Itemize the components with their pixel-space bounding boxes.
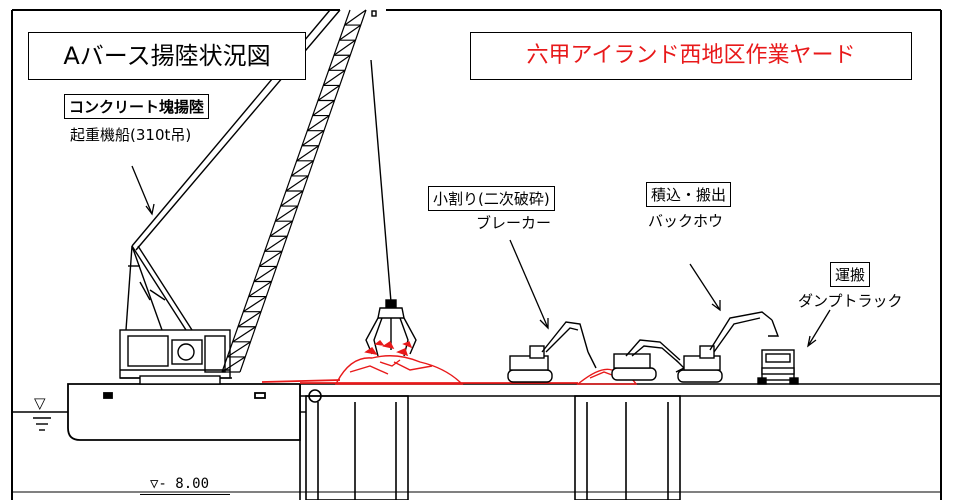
depth-label: ▽- 8.00 xyxy=(150,476,210,492)
crane-task-label: コンクリート塊揚陸 xyxy=(64,94,210,119)
depth-label-underline xyxy=(140,494,230,495)
loading-task-label: 積込・搬出 xyxy=(646,182,732,207)
concrete-debris xyxy=(261,340,638,385)
transport-name-label: ダンプトラック xyxy=(798,292,903,310)
backhoe-2 xyxy=(677,311,780,383)
backhoe-1 xyxy=(611,339,686,381)
drawing-frame xyxy=(11,9,942,500)
water-level-symbol: ▽ xyxy=(34,394,46,412)
loading-name-label: バックホウ xyxy=(648,212,724,230)
crane-body xyxy=(119,329,232,385)
diagram-title: Aバース揚陸状況図 xyxy=(28,32,306,80)
water-level xyxy=(12,411,306,431)
dump-truck xyxy=(757,349,799,385)
breaker-name-label: ブレーカー xyxy=(476,214,552,232)
transport-task-label: 運搬 xyxy=(830,262,871,287)
site-name-label: 六甲アイランド西地区作業ヤード xyxy=(470,32,912,80)
crane-barge xyxy=(67,383,301,441)
leader-arrows xyxy=(131,165,831,348)
grab-bucket xyxy=(365,10,417,357)
crane-boom xyxy=(221,9,367,373)
crane-name-label: 起重機船(310t吊) xyxy=(70,126,192,144)
breaker-excavator xyxy=(507,321,597,383)
breaker-task-label: 小割り(二次破砕) xyxy=(428,186,555,211)
